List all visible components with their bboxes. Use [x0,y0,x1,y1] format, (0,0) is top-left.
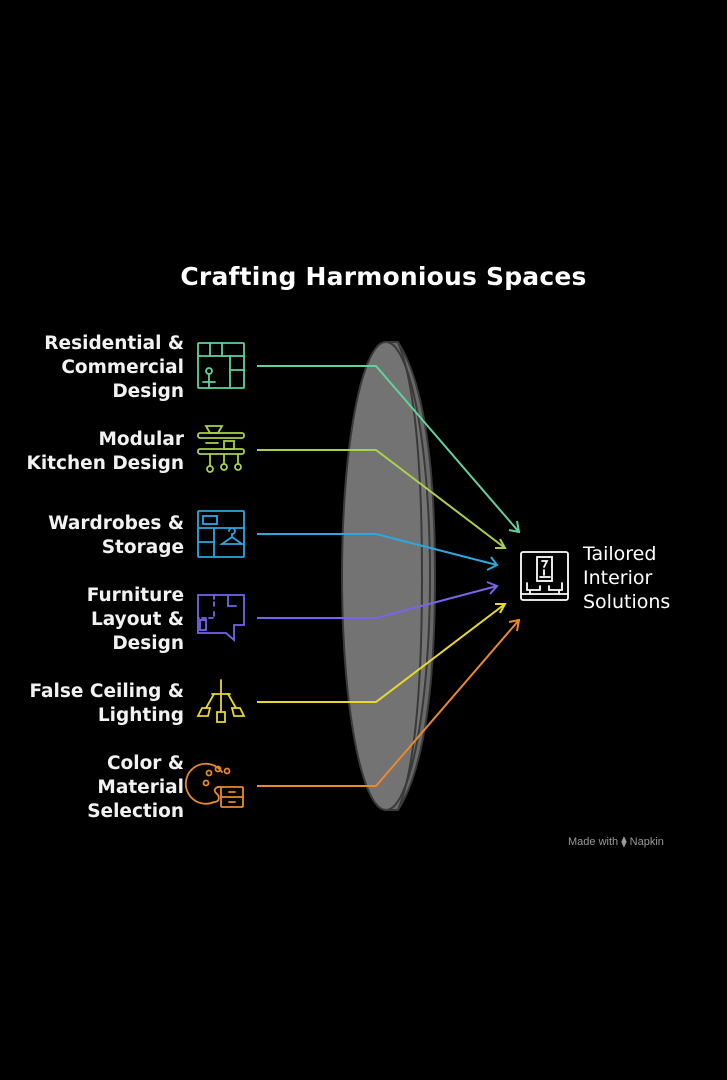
floorplan-icon [197,342,245,389]
connector-residential [257,365,521,534]
label-false-ceiling-lighting: False Ceiling &Lighting [29,681,184,726]
connector-furniture [257,581,499,619]
lens-shape [341,341,437,811]
wardrobe-icon [197,510,245,558]
napkin-watermark: Made with ⧫ Napkin [568,836,664,848]
furniture-layout-icon [197,594,245,642]
connector-wardrobe [257,533,499,571]
label-wardrobes-storage: Wardrobes &Storage [48,513,184,558]
connector-kitchen [257,449,507,549]
kitchen-icon [197,425,245,473]
connector-ceiling [257,603,507,703]
connectors [257,365,521,787]
palette-icon [184,762,244,808]
diagram-title: Crafting Harmonious Spaces [180,262,587,291]
interior-icon [520,551,569,601]
chandelier-icon [196,679,246,723]
connector-color [257,618,521,787]
